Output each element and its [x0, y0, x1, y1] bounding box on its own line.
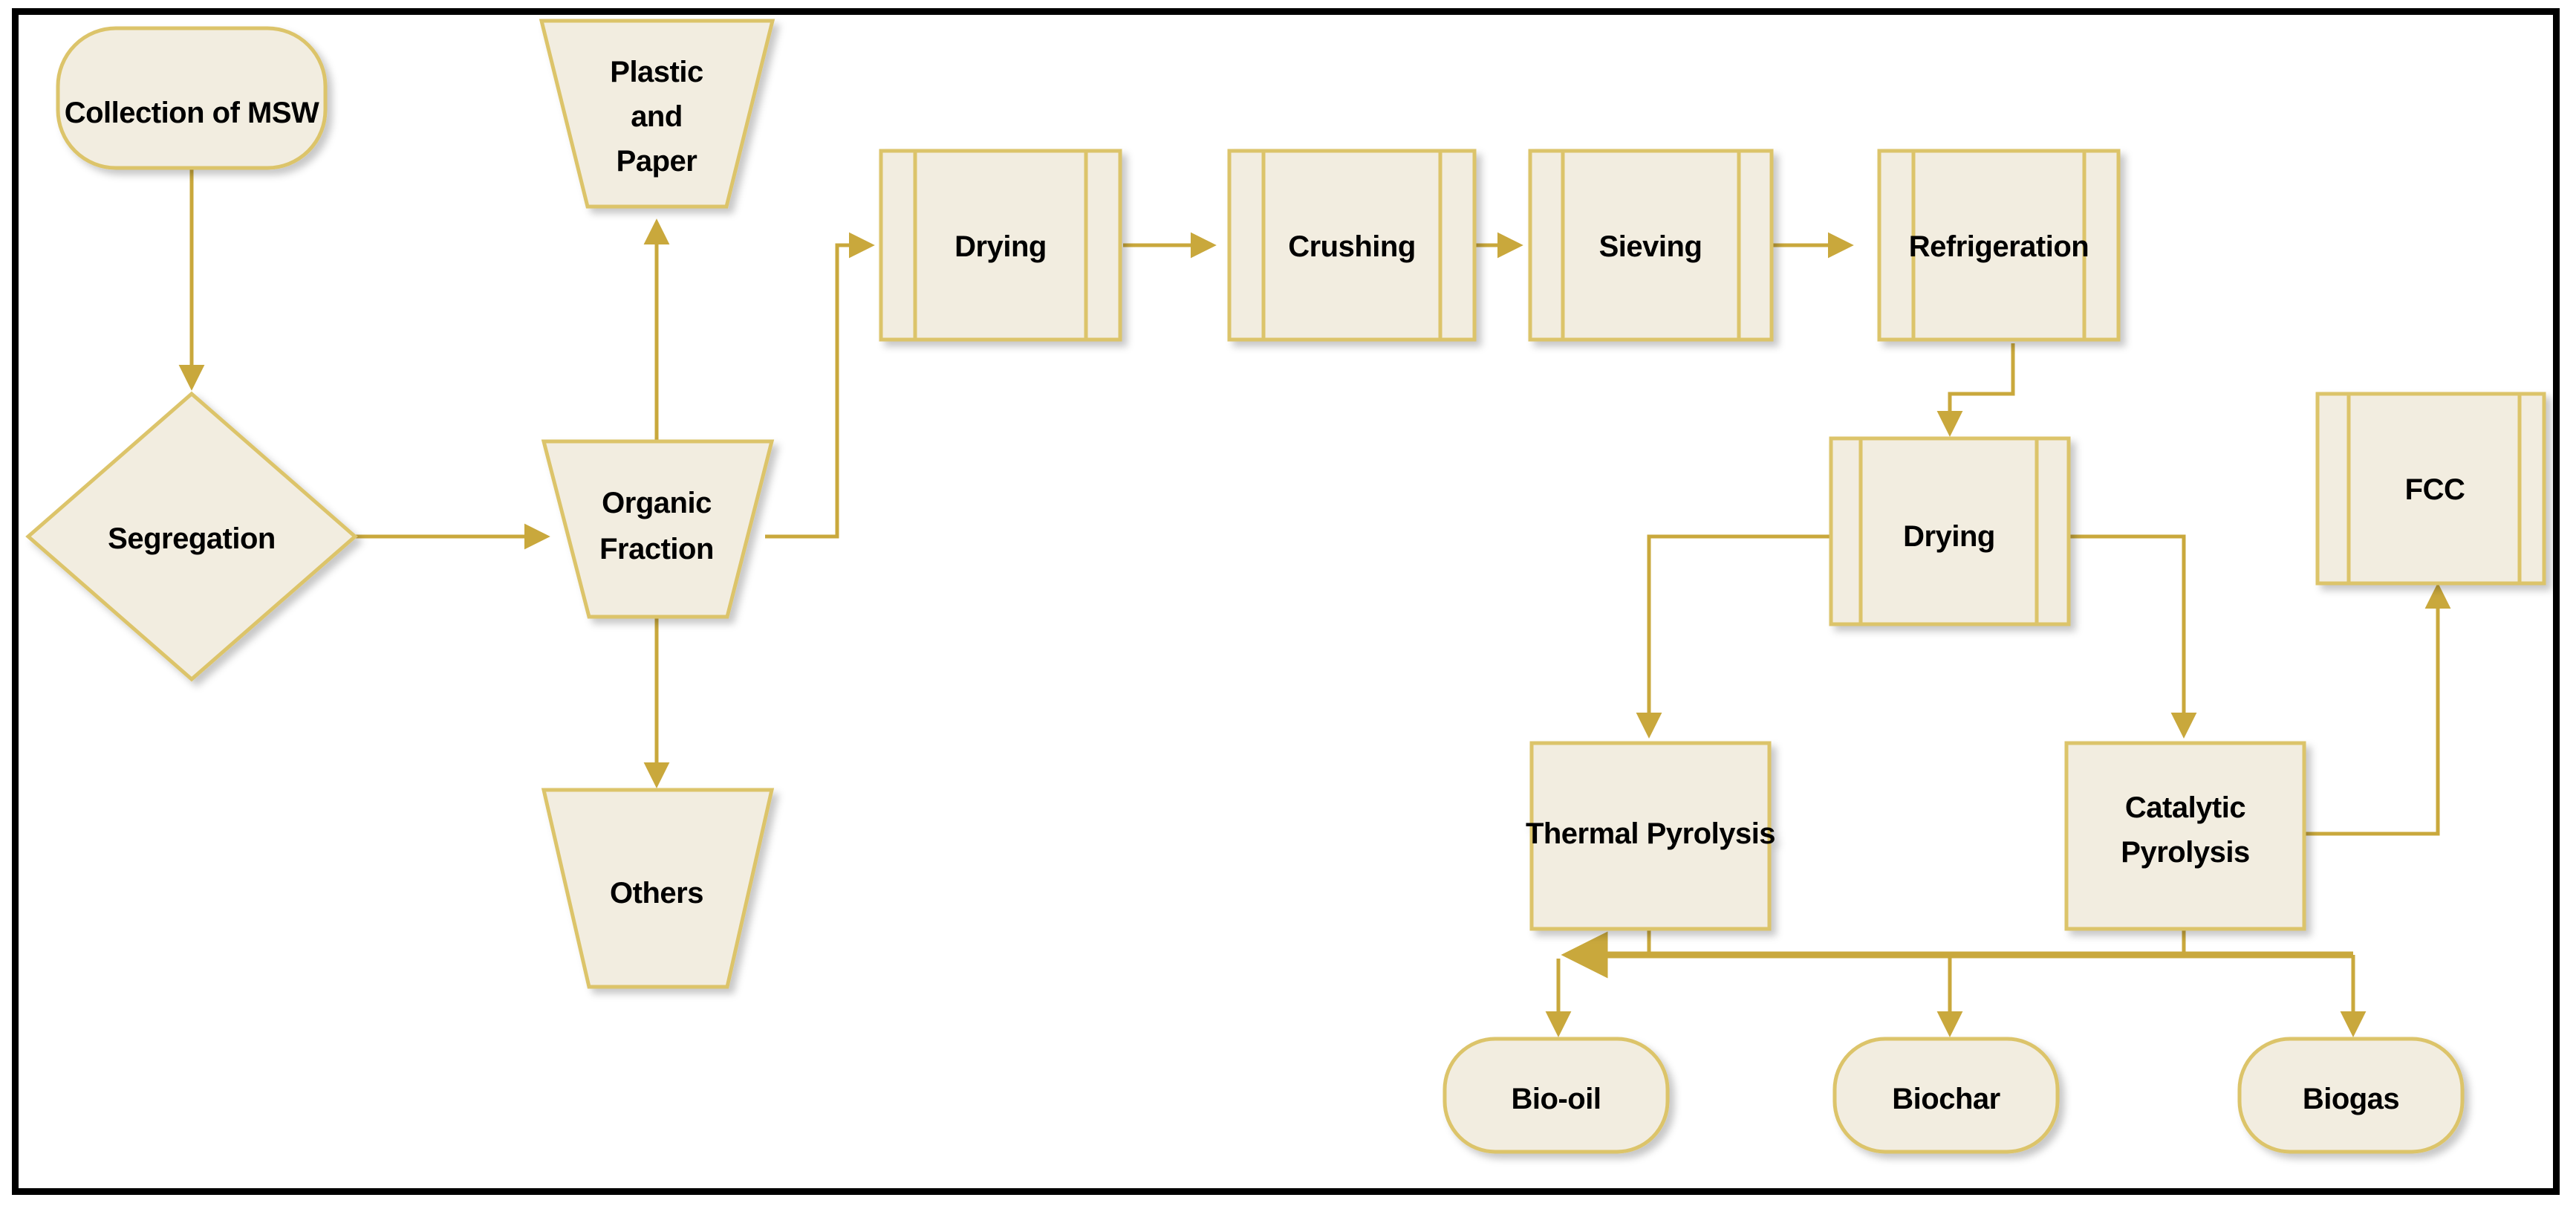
- node-label-biochar: Biochar: [1892, 1083, 2000, 1115]
- node-refrigeration[interactable]: Refrigeration: [1877, 149, 2121, 342]
- node-label-bio-oil: Bio-oil: [1512, 1083, 1601, 1115]
- node-sieving[interactable]: Sieving: [1528, 149, 1774, 342]
- node-plastic-and-paper[interactable]: Plastic and Paper: [539, 19, 775, 209]
- node-label-plastic-line2: and: [631, 100, 683, 133]
- node-label-catalytic-line1: Catalytic: [2125, 791, 2245, 824]
- node-label-collection: Collection of MSW: [65, 97, 319, 129]
- node-catalytic-pyrolysis[interactable]: Catalytic Pyrolysis: [2064, 741, 2306, 931]
- node-label-plastic-line1: Plastic: [610, 56, 703, 88]
- node-crushing[interactable]: Crushing: [1227, 149, 1477, 342]
- node-label-organic-line1: Organic: [602, 487, 712, 519]
- node-label-catalytic-line2: Pyrolysis: [2121, 836, 2249, 869]
- edge-refrigeration-to-drying2: [1936, 343, 2015, 437]
- node-label-drying-2: Drying: [1903, 520, 1995, 553]
- node-biochar[interactable]: Biochar: [1832, 1037, 2060, 1154]
- node-thermal-pyrolysis[interactable]: Thermal Pyrolysis: [1526, 741, 1776, 931]
- node-collection-of-msw[interactable]: Collection of MSW: [56, 26, 328, 170]
- node-segregation[interactable]: Segregation: [25, 391, 358, 682]
- node-label-biogas: Biogas: [2303, 1083, 2399, 1115]
- node-drying-2[interactable]: Drying: [1829, 436, 2071, 626]
- node-biogas[interactable]: Biogas: [2237, 1037, 2465, 1154]
- node-organic-fraction[interactable]: Organic Fraction: [541, 439, 775, 619]
- node-label-refrigeration: Refrigeration: [1909, 230, 2089, 263]
- node-label-fcc: FCC: [2405, 473, 2465, 506]
- node-label-plastic-line3: Paper: [617, 145, 697, 178]
- edge-catalytic-to-fcc: [2303, 583, 2451, 836]
- node-label-others: Others: [610, 877, 703, 910]
- edge-organic-to-drying1: [765, 232, 875, 539]
- node-label-thermal-pyrolysis: Thermal Pyrolysis: [1526, 817, 1775, 850]
- edge-drying2-to-thermal: [1636, 534, 1835, 739]
- node-label-organic-line2: Fraction: [599, 533, 714, 565]
- node-fcc[interactable]: FCC: [2315, 392, 2546, 586]
- node-drying-1[interactable]: Drying: [879, 149, 1122, 342]
- node-bio-oil[interactable]: Bio-oil: [1443, 1037, 1670, 1154]
- node-label-sieving: Sieving: [1599, 230, 1702, 263]
- edge-drying2-to-catalytic: [2069, 534, 2197, 739]
- edges-group: [178, 166, 2451, 1037]
- node-label-segregation: Segregation: [108, 522, 276, 555]
- node-label-drying-1: Drying: [954, 230, 1047, 263]
- node-label-crushing: Crushing: [1288, 230, 1416, 263]
- node-others[interactable]: Others: [541, 788, 775, 989]
